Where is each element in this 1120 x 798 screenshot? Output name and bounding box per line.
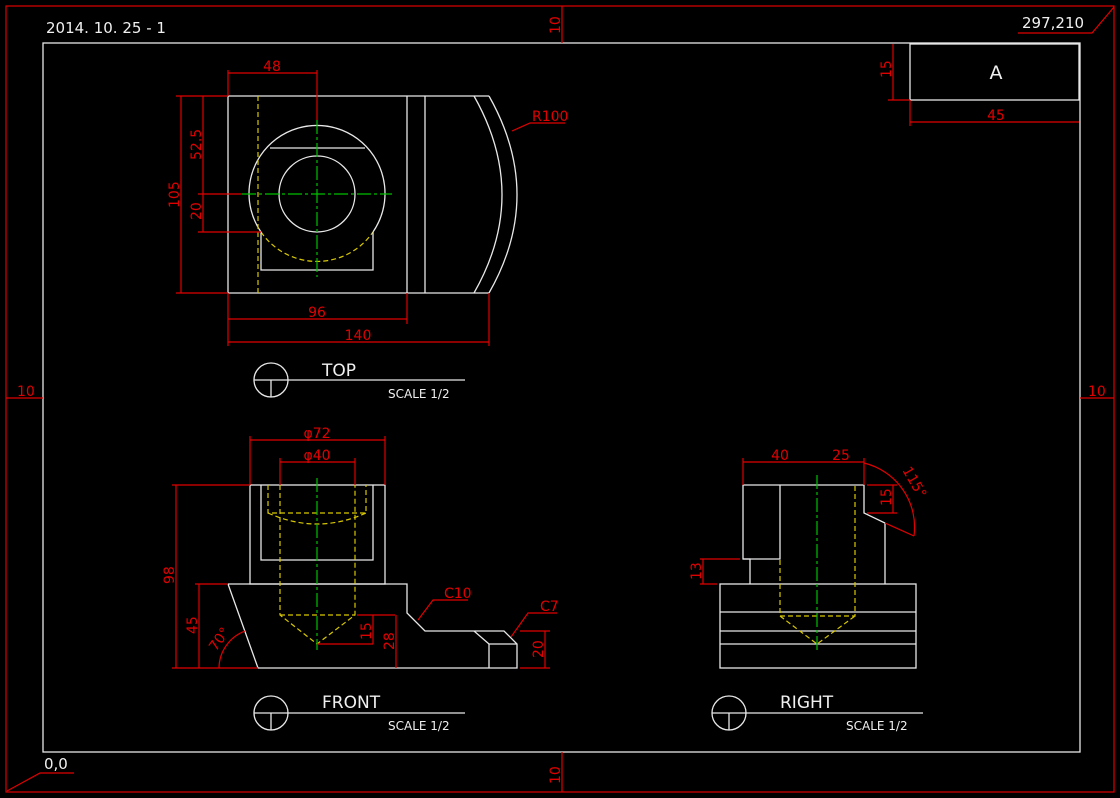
view-title: TOP xyxy=(321,361,356,381)
title-height-dim: 15 xyxy=(879,60,895,78)
inner-arc xyxy=(473,95,503,294)
front-dims: φ72 φ40 98 45 70° 15 28 C10 C7 20 xyxy=(162,426,559,669)
origin-label: 0,0 xyxy=(6,755,74,792)
dim-98: 98 xyxy=(162,566,178,584)
margin-left: 10 xyxy=(17,384,35,400)
title-block: A 15 45 xyxy=(879,43,1080,126)
size-leader xyxy=(1018,6,1115,34)
outer-border xyxy=(5,5,1115,793)
view-title: FRONT xyxy=(322,693,381,713)
margin-bottom: 10 xyxy=(548,766,564,784)
dim-48: 48 xyxy=(263,59,281,75)
dim-52-5: 52.5 xyxy=(189,129,205,160)
margin-right: 10 xyxy=(1088,384,1106,400)
dim-13: 13 xyxy=(689,562,705,580)
top-view-label: TOP SCALE 1/2 xyxy=(253,361,465,401)
origin-text: 0,0 xyxy=(44,755,68,773)
view-scale: SCALE 1/2 xyxy=(846,719,908,733)
sheet-size-label: 297,210 xyxy=(1018,6,1115,34)
dim-phi72: φ72 xyxy=(303,426,330,442)
dim-105: 105 xyxy=(167,181,183,208)
margin-top: 10 xyxy=(548,16,564,34)
view-scale: SCALE 1/2 xyxy=(388,719,450,733)
dim-phi40: φ40 xyxy=(303,448,330,464)
dim-20: 20 xyxy=(189,202,205,220)
dim-c10: C10 xyxy=(444,586,472,602)
date-label: 2014. 10. 25 - 1 xyxy=(46,19,166,37)
title-letter: A xyxy=(990,62,1003,84)
dim-c7: C7 xyxy=(540,599,559,615)
dim-115deg: 115° xyxy=(899,464,930,501)
top-dims: 48 52.5 20 105 96 140 R100 xyxy=(167,59,568,346)
right-view-label: RIGHT SCALE 1/2 xyxy=(711,693,923,733)
title-width-dim: 45 xyxy=(987,108,1005,124)
outer-arc xyxy=(488,95,518,294)
dim-15: 15 xyxy=(359,622,375,640)
front-base xyxy=(227,583,518,669)
front-view[interactable]: φ72 φ40 98 45 70° 15 28 C10 C7 20 FRONT xyxy=(162,426,559,733)
dim-96: 96 xyxy=(308,305,326,321)
dim-r100: R100 xyxy=(532,109,568,125)
dim-28: 28 xyxy=(382,632,398,650)
margin-dims: 10 10 10 10 xyxy=(6,6,1114,792)
dim-70deg: 70° xyxy=(206,625,233,655)
dim-140: 140 xyxy=(345,328,372,344)
view-scale: SCALE 1/2 xyxy=(388,387,450,401)
top-view[interactable]: 48 52.5 20 105 96 140 R100 TOP SCALE 1/2 xyxy=(167,59,568,401)
sheet-size-text: 297,210 xyxy=(1022,14,1084,32)
view-title: RIGHT xyxy=(780,693,834,713)
right-dims: 40 25 115° 15 13 xyxy=(689,448,930,585)
dim-25: 25 xyxy=(832,448,850,464)
dim-45: 45 xyxy=(185,616,201,634)
origin-leader xyxy=(6,772,74,792)
dim-40: 40 xyxy=(771,448,789,464)
front-view-label: FRONT SCALE 1/2 xyxy=(253,693,465,733)
dim-20: 20 xyxy=(531,640,547,658)
right-view[interactable]: 40 25 115° 15 13 RIGHT SCALE 1/2 xyxy=(689,448,929,733)
dim-15: 15 xyxy=(879,488,895,506)
